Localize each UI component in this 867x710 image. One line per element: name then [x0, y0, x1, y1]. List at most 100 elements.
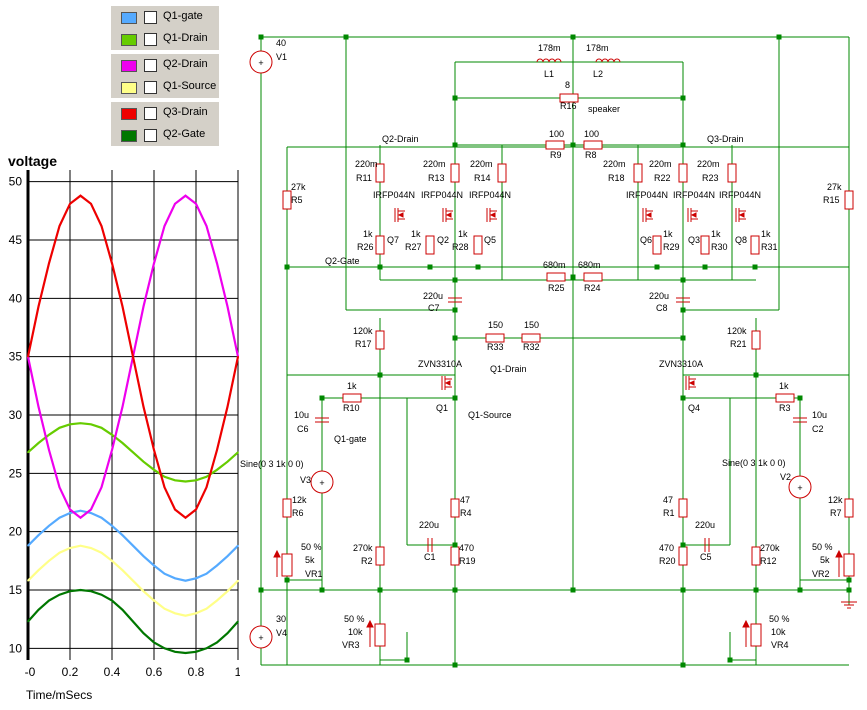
label-vr3_value: 10k: [348, 627, 363, 637]
voltage-source: [249, 50, 273, 74]
schematic-components: ++++: [249, 50, 857, 649]
data-point: [237, 451, 239, 454]
label-q1_source_probe: Q1-Source: [468, 410, 512, 420]
legend-checkbox[interactable]: [144, 11, 157, 24]
label-vr4_name: VR4: [771, 640, 789, 650]
legend-item-q2-gate[interactable]: Q2-Gate: [111, 124, 219, 146]
source-sign: +: [258, 633, 263, 643]
label-r17_value: 120k: [353, 326, 373, 336]
junction: [427, 264, 433, 270]
label-r33_name: R33: [487, 342, 504, 352]
label-v4_value: 30: [276, 614, 286, 624]
data-point: [79, 589, 82, 591]
junction: [475, 264, 481, 270]
resistor: [282, 498, 292, 518]
resistor: [450, 498, 460, 518]
junction: [753, 587, 759, 593]
data-point: [226, 406, 229, 408]
series-q1-gate: [27, 509, 239, 582]
label-r25_name: R25: [548, 283, 565, 293]
data-point: [205, 572, 208, 575]
legend-checkbox[interactable]: [144, 81, 157, 94]
legend-checkbox[interactable]: [144, 129, 157, 142]
chart-series: [26, 194, 240, 655]
y-tick-label: 35: [9, 350, 23, 364]
label-q8_name: Q8: [735, 235, 747, 245]
data-point: [132, 620, 134, 623]
data-point: [100, 427, 103, 429]
data-point: [37, 609, 40, 611]
label-q3_name: Q3: [688, 235, 700, 245]
label-speaker: speaker: [588, 104, 620, 114]
label-r29_value: 1k: [663, 229, 673, 239]
resistor: [678, 163, 688, 183]
data-point: [37, 305, 40, 308]
label-r11_name: R11: [356, 173, 372, 183]
y-tick-label: 50: [9, 175, 23, 189]
resistor: [546, 272, 566, 282]
label-r24_name: R24: [584, 283, 601, 293]
label-v4_name: V4: [276, 628, 287, 638]
junction: [343, 34, 349, 40]
label-r4_name: R4: [460, 508, 472, 518]
data-point: [132, 355, 134, 358]
legend-item-q2-drain[interactable]: Q2-Drain: [111, 54, 219, 76]
y-tick-label: 30: [9, 408, 23, 422]
data-point: [184, 579, 187, 582]
data-point: [132, 451, 134, 454]
label-r23_name: R23: [702, 173, 719, 183]
pot-arrow-head: [835, 549, 843, 558]
data-point: [111, 262, 113, 265]
data-point: [48, 525, 50, 527]
data-point: [79, 422, 82, 424]
label-r8_name: R8: [585, 150, 597, 160]
junction: [452, 395, 458, 401]
legend-label: Q3-Drain: [163, 106, 208, 118]
data-point: [184, 652, 187, 654]
label-r11_value: 220m: [355, 159, 378, 169]
data-point: [48, 434, 50, 436]
legend-item-q1-drain[interactable]: Q1-Drain: [111, 28, 219, 50]
data-point: [142, 460, 145, 463]
junction: [727, 657, 733, 663]
data-point: [195, 508, 197, 511]
label-r3_value: 1k: [779, 381, 789, 391]
legend-item-q1-source[interactable]: Q1-Source: [111, 76, 219, 98]
legend-checkbox[interactable]: [144, 59, 157, 72]
label-r5_name: R5: [291, 195, 303, 205]
data-point: [226, 555, 229, 557]
mosfet-arrow: [688, 380, 695, 386]
label-r3_name: R3: [779, 403, 791, 413]
legend-item-q3-drain[interactable]: Q3-Drain: [111, 102, 219, 124]
data-point: [184, 194, 187, 197]
data-point: [174, 508, 176, 511]
legend-checkbox[interactable]: [144, 33, 157, 46]
data-point: [79, 516, 82, 519]
label-q2_drain_probe: Q2-Drain: [382, 134, 419, 144]
data-point: [237, 620, 239, 623]
data-point: [163, 607, 166, 610]
data-point: [132, 544, 134, 547]
junction: [284, 264, 290, 270]
data-point: [174, 651, 176, 653]
label-vr2_name: VR2: [812, 569, 830, 579]
label-c1_value: 220u: [419, 520, 439, 530]
data-point: [195, 203, 197, 205]
data-point: [48, 560, 50, 562]
data-point: [90, 547, 92, 549]
junction: [702, 264, 708, 270]
data-point: [195, 577, 197, 580]
label-l2_value: 178m: [586, 43, 609, 53]
mosfet-arrow: [738, 212, 745, 218]
legend-checkbox[interactable]: [144, 107, 157, 120]
data-point: [58, 225, 61, 227]
legend-item-q1-gate[interactable]: Q1-gate: [111, 6, 219, 28]
data-point: [69, 547, 71, 549]
data-point: [174, 479, 176, 482]
data-point: [69, 512, 71, 514]
series-q1-drain: [27, 422, 239, 483]
data-point: [90, 203, 92, 205]
